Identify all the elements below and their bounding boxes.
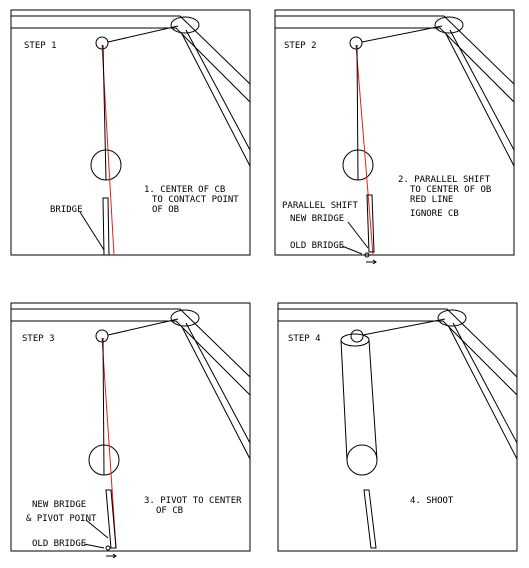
instruction-line: 4. SHOOT — [410, 496, 454, 506]
object-ball — [350, 329, 364, 343]
bridge-shape — [102, 197, 110, 256]
step-label: STEP 2 — [284, 41, 317, 51]
corner-pocket — [434, 16, 464, 34]
old-bridge-label: OLD BRIDGE — [290, 241, 344, 251]
new-bridge-label: NEW BRIDGE — [290, 214, 344, 224]
cushion-line — [181, 326, 251, 460]
aim-line — [107, 25, 179, 43]
center-line — [102, 337, 105, 476]
cushion-line — [185, 29, 251, 151]
cushion-line — [445, 33, 515, 167]
step-label: STEP 4 — [288, 334, 321, 344]
panel-frame — [10, 9, 251, 256]
bridge-label: BRIDGE — [50, 205, 83, 215]
instruction-line: TO CENTER OF OB — [410, 185, 491, 195]
ball-path-edge — [368, 339, 378, 461]
panel-frame — [274, 9, 515, 256]
rail-inner — [11, 320, 251, 396]
panel-step-2: STEP 2 2. PARALLEL SHIFT TO CENTER OF OB… — [274, 9, 515, 265]
aim-line — [107, 318, 179, 336]
cushion-line — [449, 29, 515, 151]
aim-line — [361, 25, 443, 43]
shift-arrow-head — [372, 259, 377, 265]
instruction-line: RED LINE — [410, 195, 453, 205]
panel-step-3: STEP 3 3. PIVOT TO CENTER OF CB NEW BRID… — [10, 302, 251, 559]
cushion-line — [452, 322, 518, 444]
cushion-line — [181, 33, 251, 167]
instruction-note: IGNORE CB — [410, 209, 459, 219]
new-bridge-label: NEW BRIDGE — [32, 500, 86, 510]
instruction-line: OF CB — [156, 506, 183, 516]
ball-path-edge — [340, 339, 348, 461]
step-label: STEP 3 — [22, 334, 55, 344]
pivot-pointer — [85, 519, 109, 539]
cushion-line — [448, 326, 518, 460]
center-line — [102, 44, 107, 181]
rail-outer — [278, 308, 518, 378]
center-line — [356, 44, 359, 181]
old-bridge-label: OLD BRIDGE — [32, 539, 86, 549]
red-line — [355, 44, 374, 256]
instruction-line: 1. CENTER OF CB — [144, 185, 225, 195]
rail-outer — [11, 15, 251, 85]
rail-inner — [275, 27, 515, 103]
cue-ball — [346, 444, 378, 476]
red-line — [101, 337, 117, 549]
panel-frame — [10, 302, 251, 552]
pivot-bridge-shape — [105, 489, 117, 549]
instruction-line: 2. PARALLEL SHIFT — [398, 175, 491, 185]
bridge-pointer — [79, 211, 105, 251]
old-bridge-pointer — [341, 245, 363, 255]
ball-path-top — [340, 333, 370, 347]
panel-step-4: STEP 4 4. SHOOT — [277, 302, 518, 552]
cue-stick — [363, 489, 377, 549]
rail-outer — [275, 15, 515, 85]
step-label: STEP 1 — [24, 41, 57, 51]
old-bridge-mark — [364, 252, 370, 258]
aim-line — [362, 318, 446, 336]
old-bridge-pointer — [83, 543, 105, 549]
shift-arrow-head — [112, 553, 117, 559]
rail-outer — [11, 308, 251, 378]
instruction-line: 3. PIVOT TO CENTER — [144, 496, 242, 506]
new-bridge-pointer — [347, 221, 369, 249]
parallel-shift-label: PARALLEL SHIFT — [282, 201, 358, 211]
rail-inner — [11, 27, 251, 103]
corner-pocket — [170, 309, 200, 327]
instruction-line: OF OB — [152, 205, 179, 215]
panel-step-1: STEP 1 1. CENTER OF CB TO CONTACT POINT … — [10, 9, 251, 256]
corner-pocket — [437, 309, 467, 327]
panel-frame — [277, 302, 518, 552]
corner-pocket — [170, 16, 200, 34]
new-bridge-shape — [366, 194, 375, 253]
rail-inner — [278, 320, 518, 396]
old-bridge-mark — [105, 545, 111, 551]
pivot-point-label: & PIVOT POINT — [26, 514, 97, 524]
instruction-line: TO CONTACT POINT — [152, 195, 239, 205]
cushion-line — [185, 322, 251, 444]
